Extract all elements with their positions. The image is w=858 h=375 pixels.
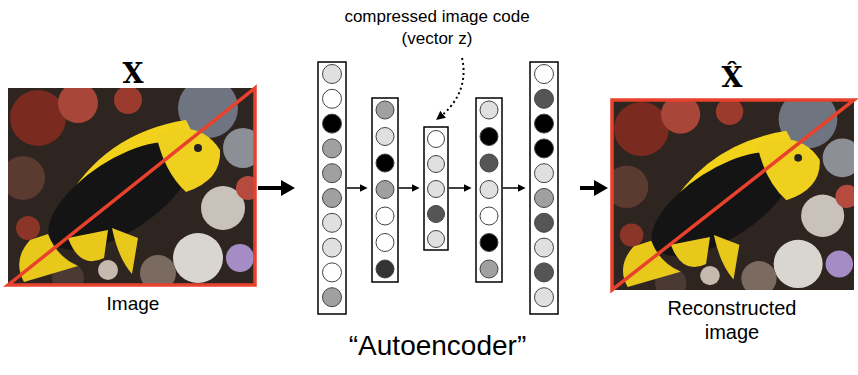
image-node: X̂ Reconstructed image — [608, 60, 856, 346]
neuron — [428, 156, 445, 173]
neuron — [376, 154, 394, 172]
neuron — [323, 238, 342, 257]
neuron — [480, 181, 498, 199]
neuron — [323, 114, 342, 133]
neuron — [428, 181, 445, 198]
layer-column — [476, 98, 502, 282]
layer-column — [530, 62, 558, 314]
diagram-title: “Autoencoder” — [349, 329, 526, 363]
image-symbol: X — [123, 58, 144, 90]
neuron — [480, 154, 498, 172]
layer-column — [318, 62, 346, 314]
neuron — [535, 65, 554, 84]
neuron — [535, 213, 554, 232]
neuron — [535, 189, 554, 208]
neuron — [480, 234, 498, 252]
neuron — [323, 213, 342, 232]
neuron — [480, 128, 498, 146]
image-node: X Image — [8, 54, 258, 320]
neuron — [428, 206, 445, 223]
neuron — [323, 288, 342, 307]
layer-arrow — [449, 187, 466, 189]
layer-column — [372, 98, 398, 282]
neuron — [376, 207, 394, 225]
neuron — [323, 263, 342, 282]
neuron — [376, 181, 394, 199]
neuron — [323, 189, 342, 208]
neuron — [376, 234, 394, 252]
red-triangle — [8, 88, 255, 285]
image-caption: Image — [107, 292, 160, 316]
code-column — [424, 127, 448, 250]
neuron — [376, 260, 394, 278]
image-symbol: X̂ — [722, 62, 743, 94]
output-photo — [605, 90, 858, 298]
layer-arrow — [347, 187, 362, 189]
neuron — [428, 131, 445, 148]
neuron — [323, 164, 342, 183]
neuron — [535, 139, 554, 158]
neuron — [480, 260, 498, 278]
neuron — [376, 128, 394, 146]
input-photo — [1, 78, 263, 294]
neuron — [480, 101, 498, 119]
neuron — [480, 207, 498, 225]
callout-label: compressed image code (vector z) — [337, 6, 537, 50]
neuron — [376, 101, 394, 119]
image-caption: Reconstructed image — [657, 296, 807, 344]
flow-arrow — [580, 186, 598, 190]
neuron — [323, 139, 342, 158]
neuron — [535, 288, 554, 307]
neuron — [428, 231, 445, 248]
neuron — [535, 89, 554, 108]
flow-arrow — [258, 186, 285, 190]
neuron — [535, 114, 554, 133]
neuron — [323, 65, 342, 84]
red-triangle — [612, 100, 854, 290]
neuron — [323, 89, 342, 108]
image-node: “Autoencoder” — [295, 55, 580, 367]
neuron — [535, 164, 554, 183]
neuron — [535, 238, 554, 257]
dotted-leader — [441, 58, 464, 116]
layer-arrow — [503, 187, 520, 189]
layer-arrow — [399, 187, 414, 189]
neuron — [535, 263, 554, 282]
